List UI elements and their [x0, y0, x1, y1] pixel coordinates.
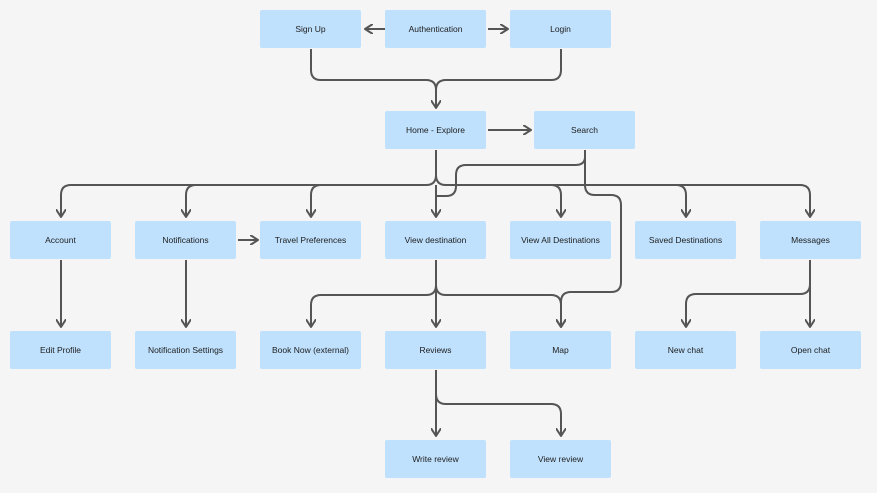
- node-notifications[interactable]: Notifications: [135, 221, 236, 259]
- node-search[interactable]: Search: [534, 111, 635, 149]
- node-notification-settings[interactable]: Notification Settings: [135, 331, 236, 369]
- node-view-all-destinations[interactable]: View All Destinations: [510, 221, 611, 259]
- edge-viewdest-booknow: [311, 260, 437, 327]
- edge-home-notifications: [186, 184, 197, 217]
- node-book-now[interactable]: Book Now (external): [260, 331, 361, 369]
- node-saved-destinations[interactable]: Saved Destinations: [635, 221, 736, 259]
- node-home-explore[interactable]: Home - Explore: [385, 111, 486, 149]
- edge-search-map: [561, 150, 622, 327]
- edge-reviews-view: [435, 393, 561, 436]
- node-write-review[interactable]: Write review: [385, 440, 486, 478]
- node-edit-profile[interactable]: Edit Profile: [10, 331, 111, 369]
- node-open-chat[interactable]: Open chat: [760, 331, 861, 369]
- node-login[interactable]: Login: [510, 10, 611, 48]
- node-messages[interactable]: Messages: [760, 221, 861, 259]
- node-view-review[interactable]: View review: [510, 440, 611, 478]
- edge-home-saved: [675, 184, 686, 217]
- edge-home-account: [61, 150, 437, 217]
- node-travel-preferences[interactable]: Travel Preferences: [260, 221, 361, 259]
- edge-home-right: [435, 174, 810, 217]
- node-account[interactable]: Account: [10, 221, 111, 259]
- node-signup[interactable]: Sign Up: [260, 10, 361, 48]
- edge-signup-home: [310, 49, 436, 108]
- node-map[interactable]: Map: [510, 331, 611, 369]
- edge-home-travelprefs: [311, 184, 322, 217]
- node-reviews[interactable]: Reviews: [385, 331, 486, 369]
- edge-viewdest-map: [435, 284, 561, 327]
- edge-login-home: [435, 49, 562, 91]
- node-authentication[interactable]: Authentication: [385, 10, 486, 48]
- node-new-chat[interactable]: New chat: [635, 331, 736, 369]
- edge-home-viewall: [550, 184, 561, 217]
- node-view-destination[interactable]: View destination: [385, 221, 486, 259]
- edge-search-viewdest: [436, 150, 586, 197]
- edge-messages-newchat: [686, 260, 811, 327]
